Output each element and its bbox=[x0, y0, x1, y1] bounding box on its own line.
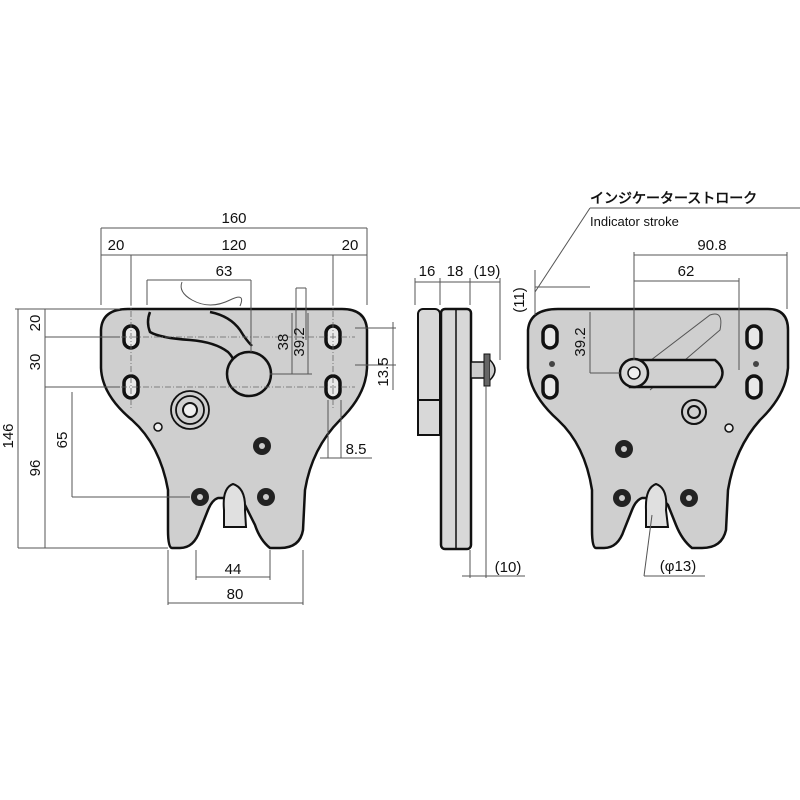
rear-view: インジケーターストローク Indicator stroke 90.8 62 (1… bbox=[511, 191, 800, 577]
slot-hole bbox=[541, 324, 559, 350]
dim-20-top: 20 bbox=[27, 315, 44, 332]
dim-38: 38 bbox=[275, 334, 292, 351]
dim-90-8: 90.8 bbox=[697, 237, 726, 254]
slot-hole bbox=[745, 324, 763, 350]
key-cylinder bbox=[170, 390, 210, 430]
indicator-stroke-label-en: Indicator stroke bbox=[590, 214, 679, 229]
front-plate bbox=[99, 307, 369, 550]
dim-44: 44 bbox=[225, 561, 242, 578]
dim-8-5: 8.5 bbox=[346, 441, 367, 458]
dim-18: 18 bbox=[447, 263, 464, 280]
dim-65: 65 bbox=[54, 432, 71, 449]
dim-120: 120 bbox=[221, 237, 246, 254]
front-view: 160 20 120 20 63 38 39.2 13.5 8.5 20 30 … bbox=[0, 210, 396, 605]
indicator-lever bbox=[628, 358, 724, 389]
dim-20-left: 20 bbox=[108, 237, 125, 254]
dim-16: 16 bbox=[419, 263, 436, 280]
dim-20-right: 20 bbox=[342, 237, 359, 254]
dim-62: 62 bbox=[678, 263, 695, 280]
dim-146: 146 bbox=[0, 423, 17, 448]
side-view: 16 18 (19) (10) bbox=[414, 263, 525, 578]
indicator-stroke-label-jp: インジケーターストローク bbox=[590, 191, 757, 207]
dim-39-2-rear: 39.2 bbox=[572, 327, 589, 356]
dim-96: 96 bbox=[27, 460, 44, 477]
dim-phi13: (φ13) bbox=[660, 558, 696, 575]
dim-13-5: 13.5 bbox=[375, 357, 392, 386]
dim-80: 80 bbox=[227, 586, 244, 603]
slot-hole bbox=[745, 374, 763, 400]
dim-11: (11) bbox=[511, 287, 528, 313]
dim-160: 160 bbox=[221, 210, 246, 227]
dim-19: (19) bbox=[474, 263, 501, 280]
dim-10: (10) bbox=[495, 559, 522, 576]
dim-63: 63 bbox=[216, 263, 233, 280]
dim-39-2: 39.2 bbox=[291, 327, 308, 356]
handle-knob bbox=[225, 350, 273, 398]
slot-hole bbox=[541, 374, 559, 400]
dim-30: 30 bbox=[27, 354, 44, 371]
